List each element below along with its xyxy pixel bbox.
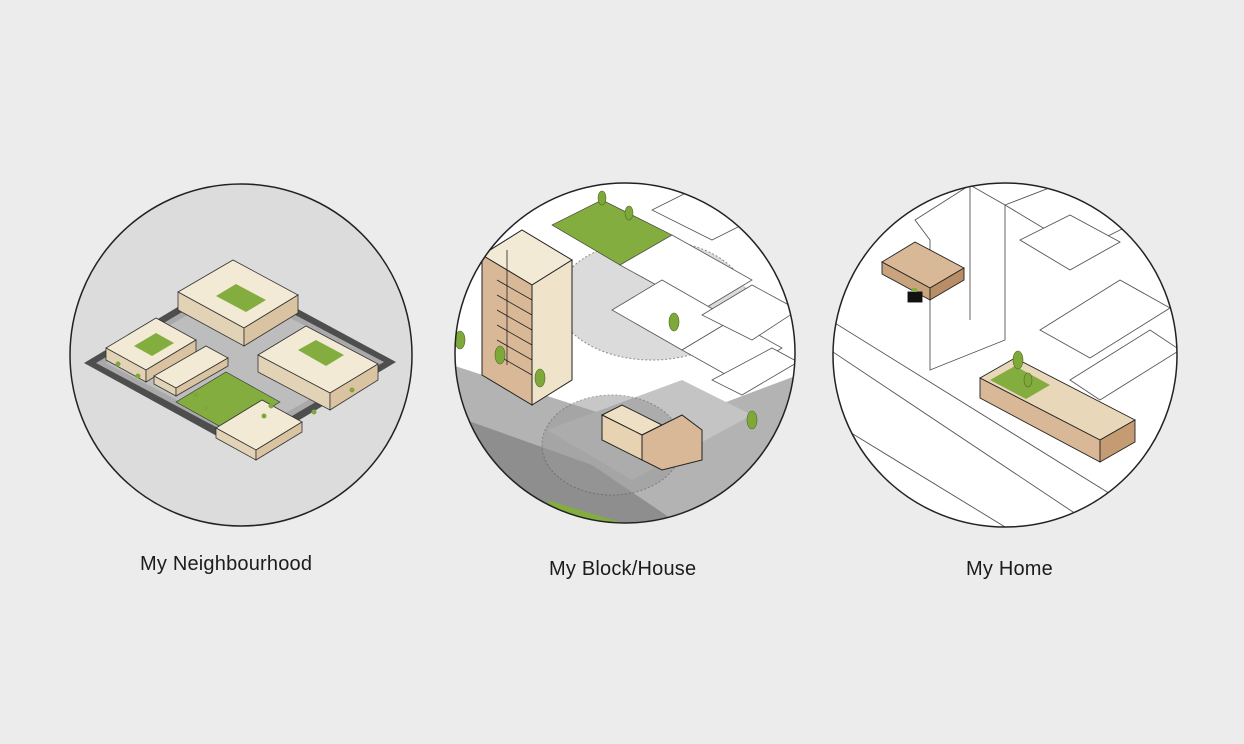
trees: [455, 190, 758, 430]
apartment-unit: [881, 241, 965, 303]
garden-green: [990, 366, 1050, 399]
courtyard-green: [216, 284, 266, 312]
block-east: [257, 325, 379, 411]
block-house-diagram: [454, 182, 796, 524]
caption-block-house: My Block/House: [549, 558, 697, 580]
caption-neighbourhood: My Neighbourhood: [140, 553, 313, 575]
home-diagram: [832, 182, 1178, 528]
trees: [1012, 350, 1033, 388]
courtyard-green: [298, 340, 344, 366]
neighbourhood-diagram: [69, 183, 413, 527]
block-northwest: [105, 317, 197, 383]
courtyard-green: [134, 333, 174, 356]
caption-home: My Home: [966, 558, 1053, 580]
block-west-terraces: [153, 345, 229, 397]
home-unit: [979, 357, 1136, 463]
tower-block: [481, 229, 573, 406]
block-north: [177, 259, 299, 347]
highlighted-house: [600, 404, 703, 471]
block-southeast-terraces: [215, 399, 303, 461]
